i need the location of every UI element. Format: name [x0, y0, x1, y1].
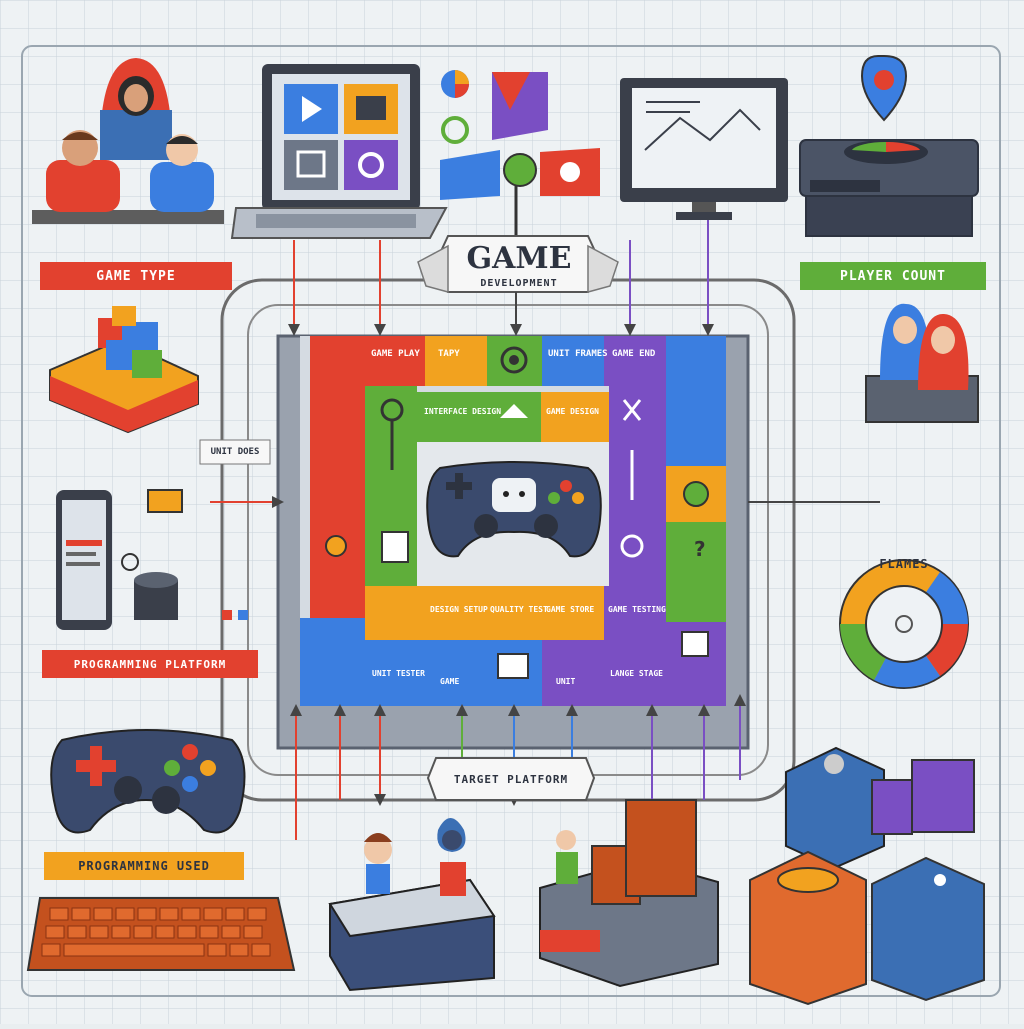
unit-does-label: UNIT DOES: [210, 447, 260, 457]
tile-unit-tester: UNIT TESTER: [372, 669, 425, 678]
tile-unit: UNIT: [556, 677, 575, 686]
flow-arrows: [210, 220, 880, 840]
flames-ring-chart: [839, 559, 969, 689]
tile-game-design: GAME DESIGN: [546, 407, 599, 416]
programming-platform-banner: [42, 650, 258, 678]
game-type-label: GAME TYPE: [96, 268, 176, 284]
storage-boxes-illustration: [749, 746, 985, 1006]
tile-interface-design: INTERFACE DESIGN: [424, 407, 501, 416]
tile-lange-stage: LANGE STAGE: [610, 669, 663, 678]
smartphone-illustration: [56, 489, 248, 630]
tile-game-testing: GAME TESTING: [608, 605, 666, 614]
tile-game-store: GAME STORE: [546, 605, 594, 614]
programming-platform-label: PROGRAMMING PLATFORM: [73, 657, 227, 671]
svg-text:?: ?: [694, 537, 706, 561]
tile-unit-frames: UNIT FRAMES: [548, 349, 608, 359]
tile-quality-test: QUALITY TEST: [490, 605, 548, 614]
monitor-illustration: [620, 78, 788, 220]
programming-used-label: PROGRAMMING USED: [78, 859, 210, 873]
tile-design-setup: DESIGN SETUP: [430, 605, 488, 614]
icons-cluster: [440, 70, 600, 238]
target-platform-banner: [426, 757, 596, 801]
game-console-illustration: [799, 55, 979, 237]
players-illustration: [865, 303, 979, 423]
keyboard-illustration: [26, 897, 296, 971]
player-count-label: PLAYER COUNT: [840, 268, 946, 284]
game-type-banner: [40, 262, 232, 290]
title-banner: [417, 235, 619, 293]
platform-characters-illustration: [328, 799, 719, 992]
gamepad-illustration: [50, 729, 246, 834]
unit-does-tag: [199, 439, 271, 465]
board-text: GAME PLAY TAPY UNIT FRAMES GAME END INTE…: [371, 349, 666, 686]
title-sub: DEVELOPMENT: [480, 277, 558, 289]
programming-used-banner: [44, 852, 244, 880]
blocks-illustration: [49, 306, 199, 434]
target-platform-label: TARGET PLATFORM: [453, 772, 569, 786]
tile-tapy: TAPY: [438, 349, 460, 359]
team-illustration: [32, 58, 224, 224]
laptop-illustration: [230, 64, 448, 239]
tile-game-end: GAME END: [612, 349, 656, 359]
player-count-banner: [800, 262, 986, 290]
tile-game: GAME: [440, 677, 459, 686]
title-main: GAME: [466, 240, 572, 276]
game-board: ?: [276, 334, 750, 750]
tile-game-play: GAME PLAY: [371, 349, 420, 359]
flames-label: FLAMES: [879, 557, 929, 571]
